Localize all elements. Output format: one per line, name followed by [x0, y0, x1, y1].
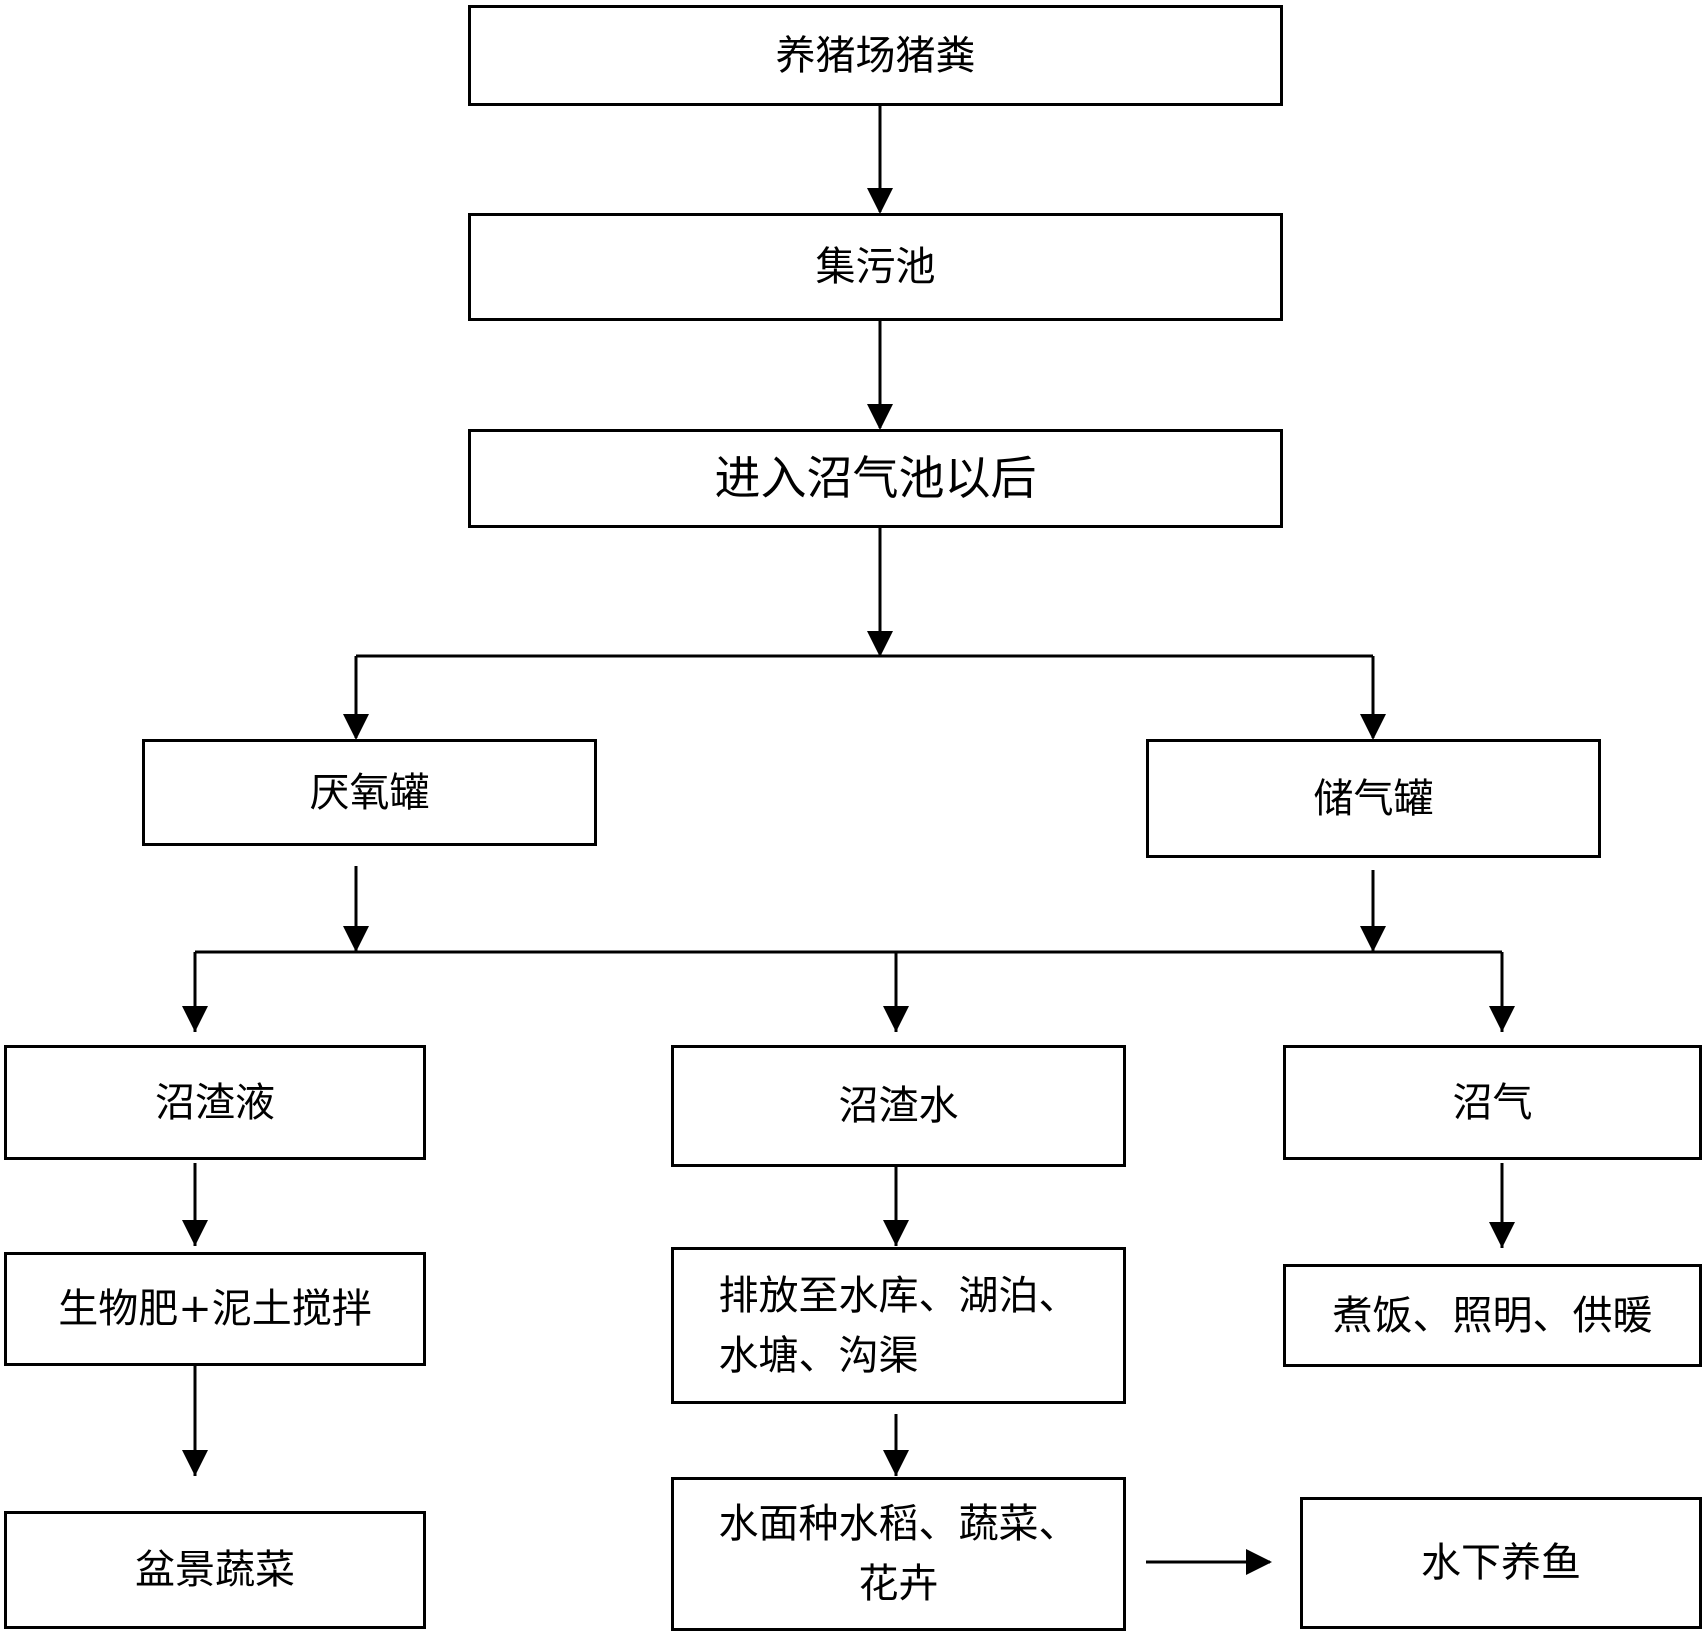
arrowhead-n10-n13	[883, 1450, 909, 1476]
node-discharge-to-waters-line1: 排放至水库、湖泊、	[718, 1272, 1079, 1319]
arrowhead-n7-n10	[883, 1220, 909, 1246]
node-surface-planting-line2: 花卉	[858, 1561, 939, 1607]
node-pig-manure-label: 养猪场猪粪	[775, 32, 976, 79]
node-collection-pool-label: 集污池	[815, 244, 936, 290]
node-pig-manure: 养猪场猪粪	[468, 5, 1283, 106]
node-surface-planting-text: 水面种水稻、蔬菜、 花卉	[719, 1494, 1079, 1614]
arrowhead-to-n8	[1489, 1006, 1515, 1032]
node-bio-fertilizer-mix-label: 生物肥+泥土搅拌	[58, 1286, 372, 1332]
node-collection-pool: 集污池	[468, 213, 1283, 321]
node-biogas: 沼气	[1283, 1045, 1702, 1160]
node-biogas-slurry-label: 沼渣液	[155, 1079, 275, 1126]
node-surface-planting: 水面种水稻、蔬菜、 花卉	[671, 1477, 1126, 1631]
node-enter-biogas-pool: 进入沼气池以后	[468, 429, 1283, 528]
arrowhead-n13-n14	[1246, 1549, 1272, 1575]
node-anaerobic-tank: 厌氧罐	[142, 739, 597, 846]
node-biogas-label: 沼气	[1452, 1079, 1533, 1126]
node-gas-storage-tank: 储气罐	[1146, 739, 1601, 858]
node-cooking-lighting-heating-label: 煮饭、照明、供暖	[1332, 1292, 1653, 1339]
arrowhead-n2-n3	[867, 404, 893, 430]
node-discharge-to-waters: 排放至水库、湖泊、 水塘、沟渠	[671, 1247, 1126, 1404]
node-biogas-residue-water-label: 沼渣水	[838, 1083, 959, 1129]
arrowhead-n8-n11	[1489, 1222, 1515, 1248]
arrowhead-to-n5	[1360, 714, 1386, 740]
node-bio-fertilizer-mix: 生物肥+泥土搅拌	[4, 1252, 426, 1366]
arrowhead-n9-n12	[182, 1450, 208, 1476]
node-biogas-residue-water: 沼渣水	[671, 1045, 1126, 1167]
arrowhead-n1-n2	[867, 188, 893, 214]
arrowhead-n6-n9	[182, 1220, 208, 1246]
node-surface-planting-line1: 水面种水稻、蔬菜、	[718, 1501, 1079, 1547]
arrowhead-n3-split	[867, 631, 893, 657]
node-discharge-to-waters-text: 排放至水库、湖泊、 水塘、沟渠	[719, 1266, 1079, 1386]
node-potted-vegetables: 盆景蔬菜	[4, 1511, 426, 1629]
arrowhead-to-n4	[343, 714, 369, 740]
node-underwater-fish: 水下养鱼	[1300, 1497, 1702, 1629]
arrowhead-to-n6	[182, 1006, 208, 1032]
node-cooking-lighting-heating: 煮饭、照明、供暖	[1283, 1264, 1702, 1367]
node-gas-storage-tank-label: 储气罐	[1313, 775, 1434, 822]
arrowhead-n4-bar2	[343, 926, 369, 952]
node-potted-vegetables-label: 盆景蔬菜	[135, 1547, 295, 1593]
node-anaerobic-tank-label: 厌氧罐	[309, 769, 430, 816]
node-underwater-fish-label: 水下养鱼	[1421, 1540, 1581, 1586]
arrowhead-n5-bar2	[1360, 926, 1386, 952]
node-enter-biogas-pool-label: 进入沼气池以后	[714, 451, 1037, 505]
arrowhead-to-n7	[883, 1006, 909, 1032]
node-biogas-slurry: 沼渣液	[4, 1045, 426, 1160]
node-discharge-to-waters-line2: 水塘、沟渠	[718, 1332, 919, 1379]
